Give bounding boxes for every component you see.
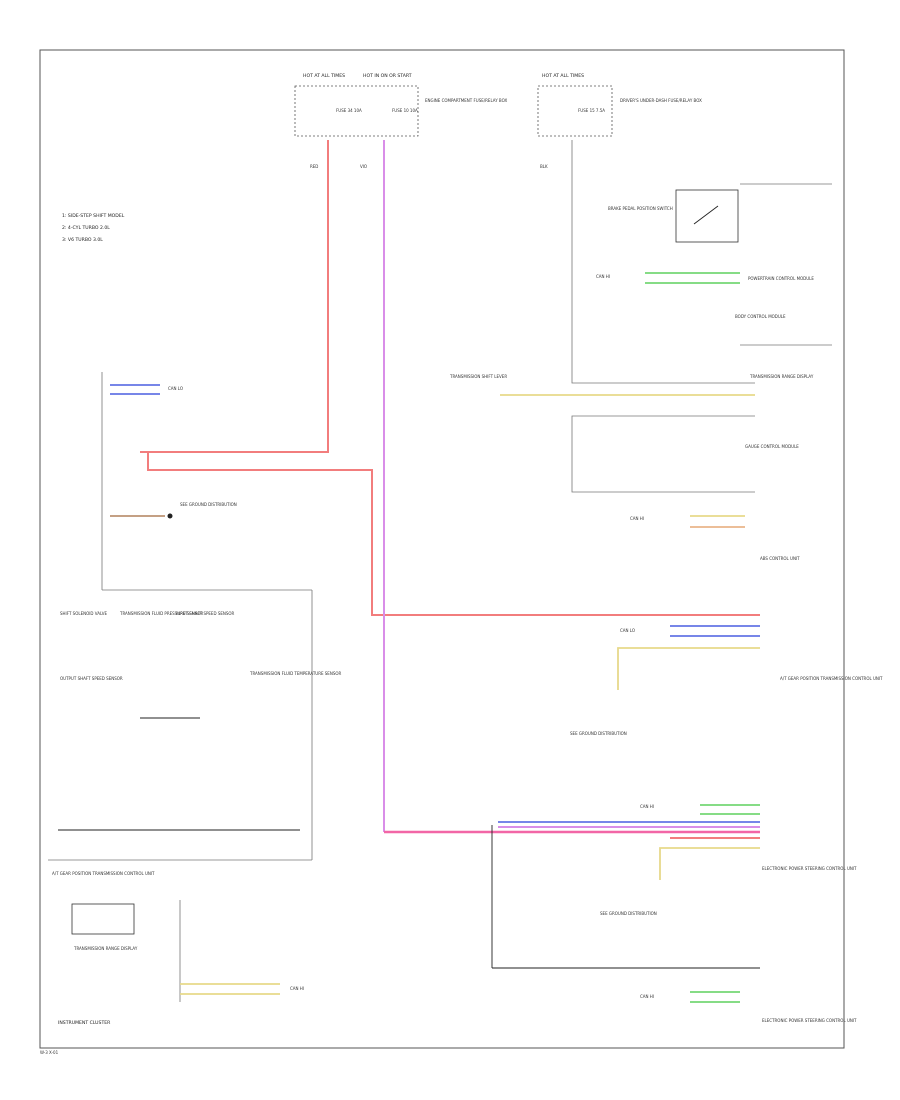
body-cm-label: BODY CONTROL MODULE [735,314,786,319]
fuse-box-driver [537,85,613,137]
gauge-label: GAUGE CONTROL MODULE [745,444,799,449]
fuse-right-label: FUSE 15 7.5A [578,108,605,113]
brake-switch-box [675,189,739,243]
wire-violet-label: VIO [360,164,367,169]
eps-bottom-label: ELECTRONIC POWER STEERING CONTROL UNIT [762,1018,857,1023]
transmission-display-box [71,903,135,935]
see-ground-2: SEE GROUND DISTRIBUTION [600,911,657,916]
pressure-sensor-label: TRANSMISSION FLUID PRESSURE SENSOR [119,611,203,616]
can-hi-label-1: CAN HI [596,274,610,279]
fuse-left-label: FUSE 34 10A [336,108,362,113]
wire-yellow-eps [659,847,760,880]
can-hi-label-3: CAN HI [640,804,654,809]
can-hi-label-2: CAN HI [630,516,644,521]
tcm-ref-label: TRANSMISSION RANGE DISPLAY [749,374,814,379]
brake-switch-label: BRAKE PEDAL POSITION SWITCH [608,206,673,211]
fuse-box-right-title: HOT AT ALL TIMES [542,73,584,79]
output-sensor-label: OUTPUT SHAFT SPEED SENSOR [60,676,123,681]
shift-solenoid-label: SHIFT SOLENOID VALVE [60,611,108,616]
can-lo-label-tcm: CAN LO [168,386,183,391]
wire-red-main [140,140,329,453]
temp-sensor-label: TRANSMISSION FLUID TEMPERATURE SENSOR [249,671,342,676]
wire-gray-gauge [571,415,755,493]
pcm-label: POWERTRAIN CONTROL MODULE [748,276,814,281]
fuse-box-mid-title: HOT IN ON OR START [363,73,412,79]
can-lo-label-1: CAN LO [620,628,635,633]
fuse-mid-label: FUSE 10 10A [392,108,418,113]
abs-label: ABS CONTROL UNIT [760,556,800,561]
page-id: W-3 X-01 [40,1050,59,1055]
tcm-ground-dot [167,513,173,519]
diagram-frame [39,49,845,1049]
can-hi-label-4: CAN HI [640,994,654,999]
transmission-display-label: TRANSMISSION RANGE DISPLAY [73,946,138,951]
wire-black-brake [571,140,755,384]
eps-label: ELECTRONIC POWER STEERING CONTROL UNIT [762,866,857,871]
note-1: 1: SIDE-STEP SHIFT MODEL [62,213,125,219]
note-2: 2: 4-CYL TURBO 2.0L [62,225,110,231]
instrument-cluster-label: INSTRUMENT CLUSTER [58,1020,111,1026]
fuse-box-left-title: HOT AT ALL TIMES [303,73,345,79]
fuse-box-driver-desc: DRIVER'S UNDER-DASH FUSE/RELAY BOX [620,98,702,103]
wire-yellow-abs [617,647,760,690]
note-3: 3: V6 TURBO 3.0L [62,237,103,243]
wire-red-label: RED [310,164,318,169]
wire-blk-label: BLK [540,164,548,169]
tcm-footer-caption: A/T GEAR POSITION TRANSMISSION CONTROL U… [52,871,155,876]
can-hi-label-5: CAN HI [290,986,304,991]
speed-sensor-label: INPUT SHAFT SPEED SENSOR [176,611,235,616]
fuse-box-engine-desc: ENGINE COMPARTMENT FUSE/RELAY BOX [425,98,507,103]
wire-red-to-abs [147,452,760,616]
brake-switch-contact [693,205,719,225]
see-ground-tcm: SEE GROUND DISTRIBUTION [180,502,237,507]
fuse-box-engine [294,85,419,137]
tcm-footer-label: A/T GEAR POSITION TRANSMISSION CONTROL U… [780,676,883,681]
transmission-lever-label: TRANSMISSION SHIFT LEVER [449,374,507,379]
see-ground-1: SEE GROUND DISTRIBUTION [570,731,627,736]
